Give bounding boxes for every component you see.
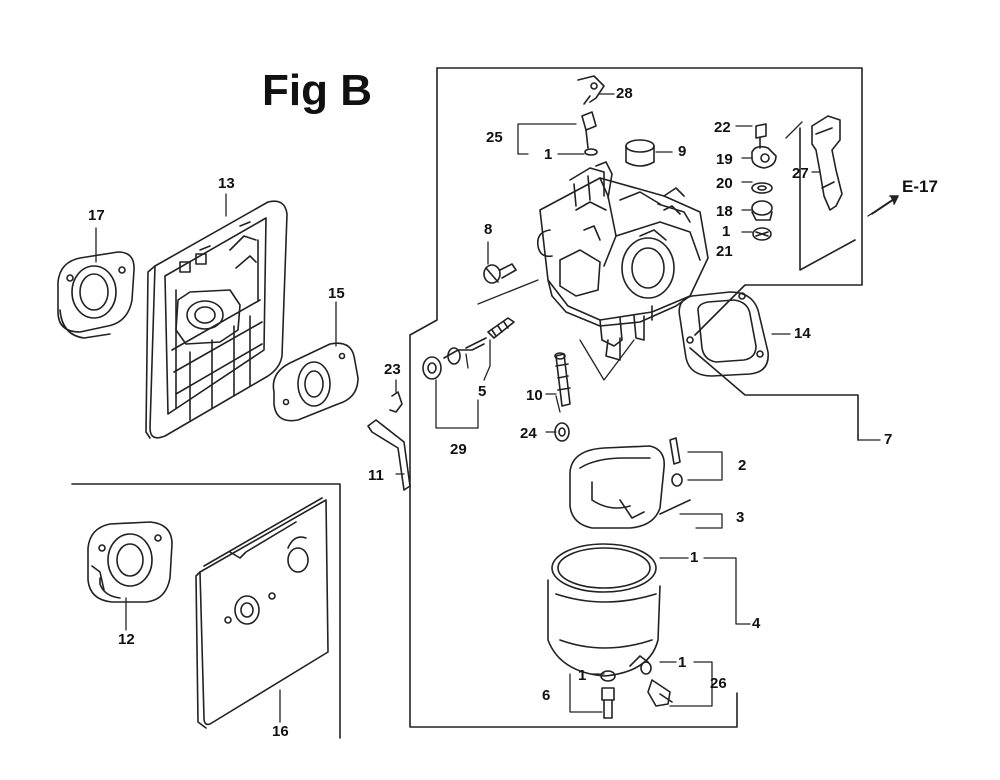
reference-arrow [871, 195, 899, 215]
figure-title: Fig B [262, 66, 372, 115]
part-3-pin [659, 499, 691, 515]
callout-1-bottom-right: 1 [678, 654, 687, 671]
callout-6: 6 [542, 687, 551, 704]
callout-1-bottom-left: 1 [578, 667, 587, 684]
part-15-gasket [272, 342, 359, 422]
callout-1-top: 1 [544, 146, 553, 163]
callout-7: 7 [884, 431, 893, 448]
part-12-spacer [87, 521, 173, 603]
part-26-bolt [640, 661, 673, 707]
callout-3: 3 [736, 509, 745, 526]
callout-19: 19 [716, 151, 733, 168]
part-9-cap [625, 139, 655, 167]
callout-27: 27 [792, 165, 809, 182]
callout-29: 29 [450, 441, 467, 458]
part-11-rod [367, 419, 411, 491]
part-10-screw [554, 352, 571, 407]
part-27-bracket [811, 115, 843, 211]
callout-1-ring: 1 [690, 549, 699, 566]
callout-14: 14 [794, 325, 811, 342]
callout-12: 12 [118, 631, 135, 648]
callout-2: 2 [738, 457, 747, 474]
part-24-washer [554, 422, 570, 442]
callout-24: 24 [520, 425, 537, 442]
callout-28: 28 [616, 85, 633, 102]
carburetor-body [536, 161, 709, 361]
part-2-needle [669, 437, 683, 487]
part-float [569, 445, 666, 529]
callout-23: 23 [384, 361, 401, 378]
callout-1-right: 1 [722, 223, 731, 240]
part-stack-right [751, 123, 777, 241]
part-25-screw [581, 111, 598, 156]
assembly-frame [71, 67, 863, 739]
part-4-float-chamber [547, 579, 661, 677]
part-17-flange-gasket [57, 251, 135, 339]
part-28-lever [577, 75, 605, 105]
callout-25: 25 [486, 129, 503, 146]
callout-15: 15 [328, 285, 345, 302]
callout-9: 9 [678, 143, 687, 160]
callout-22: 22 [714, 119, 731, 136]
callout-10: 10 [526, 387, 543, 404]
callout-5: 5 [478, 383, 487, 400]
part-8-screw [483, 263, 517, 284]
leader-lines [95, 93, 899, 723]
callout-4: 4 [752, 615, 761, 632]
callout-8: 8 [484, 221, 493, 238]
part-23-clip [389, 391, 403, 413]
part-o-ring [551, 543, 657, 593]
callout-26: 26 [710, 675, 727, 692]
part-13-insulator-plate [145, 200, 288, 439]
callout-13: 13 [218, 175, 235, 192]
callout-20: 20 [716, 175, 733, 192]
reference-label: E-17 [902, 177, 938, 196]
part-6-bolt [600, 670, 616, 719]
part-14-gasket [678, 291, 769, 377]
callout-17: 17 [88, 207, 105, 224]
callout-11: 11 [368, 467, 384, 484]
part-5-pilot-screw [422, 317, 515, 380]
callout-16: 16 [272, 723, 289, 740]
callout-21: 21 [716, 243, 733, 260]
part-16-gasket-sheet [195, 497, 329, 729]
callout-18: 18 [716, 203, 733, 220]
